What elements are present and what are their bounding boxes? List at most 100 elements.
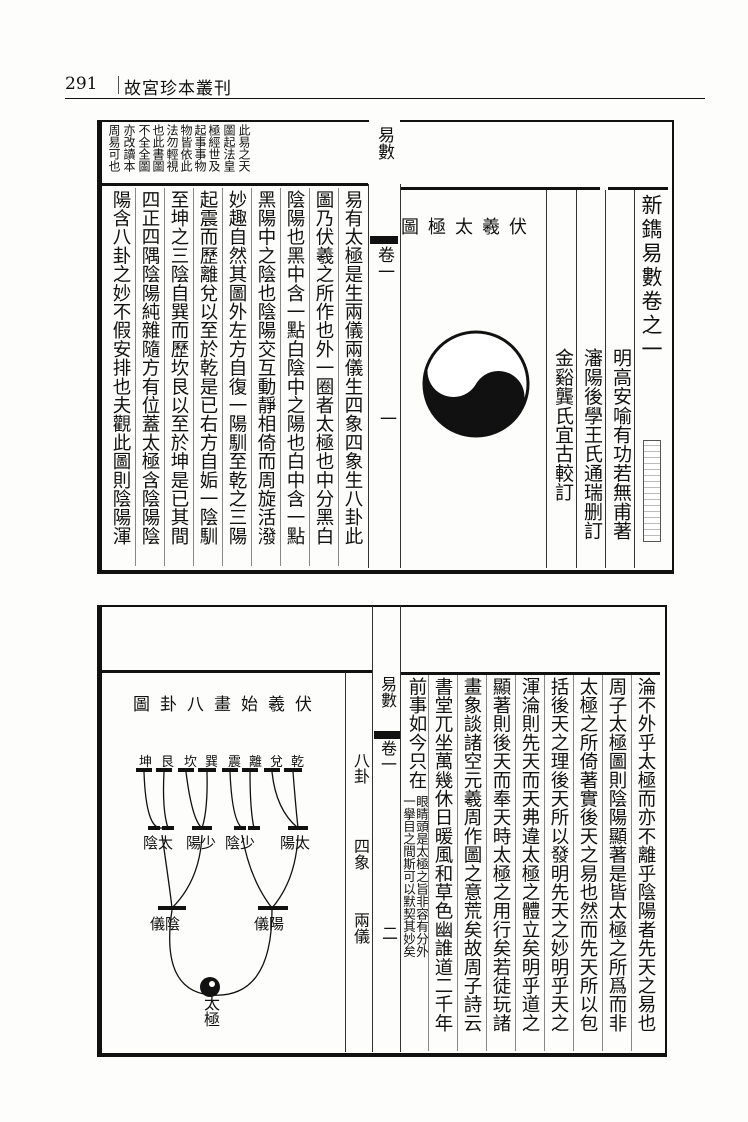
column-rule [345,672,346,1052]
series-title: 故宮珍本叢刊 [124,79,232,99]
column-rule [135,188,136,566]
fold-line-left [372,606,373,1052]
taiji-origin-label: 太極 [201,995,220,1027]
note-column: 周易可也 [107,124,121,172]
fold-volume: 卷一 [378,740,397,772]
text-column: 至坤之三陰自巽而歷坎艮以至於坤是已其間 [168,190,189,546]
trigram-tree-diagram [136,768,308,997]
trigram-qian: 乾 [291,755,305,770]
header-divider [118,76,119,94]
fold-leaf-number: 二 [379,925,398,941]
column-rule [602,675,603,1051]
text-column: 易有太極是生兩儀兩儀生四象四象生八卦此 [342,190,363,546]
text-column: 四正四隅陰陽純雜隨方有位蓋太極含陰陽陰 [139,190,160,546]
level-label-eight-trigrams: 八卦 [351,752,370,784]
fishtail-mark [370,236,398,244]
column-rule [544,675,545,1051]
column-rule [546,190,547,568]
text-column: 括後天之理後天所以發明先天之妙明乎天之 [548,677,569,1033]
column-rule [164,188,165,566]
column-rule [573,675,574,1051]
mode-yang: 陽儀 [254,915,285,933]
note-column: 此易之天 [237,124,251,172]
column-rule [515,675,516,1051]
mode-yin: 陰儀 [150,915,181,933]
fishtail-mark [374,731,400,739]
text-column: 前事如今只在 [406,677,427,790]
note-column: 法勿輕視 [165,124,179,172]
level-label-four-images: 四象 [351,838,370,870]
book-title: 新鐫易數卷之一 [639,194,663,362]
trigram-kun: 坤 [139,755,153,770]
text-column: 黑陽中之陰也陰陽交互動靜相倚而周旋活潑 [255,190,276,546]
column-rule [428,675,429,1051]
column-rule [309,188,310,566]
seal-stamp [643,440,661,542]
column-rule [280,188,281,566]
column-rule [631,675,632,1051]
text-column: 起震而歷離兌以至於乾是已右方自姤一陰馴 [197,190,218,546]
column-rule [634,190,635,568]
fold-line-right [400,184,401,568]
trigram-li: 離 [249,755,263,770]
text-column: 太極之所倚著實後天之易也然而先天所以包 [577,677,598,1033]
proofreader-credit: 金谿龔氏宜古較訂 [552,348,574,502]
trigram-kan: 坎 [184,755,198,770]
text-column: 周子太極圖則陰陽顯著是皆太極之所爲而非 [606,677,627,1033]
column-rule [457,675,458,1051]
fold-line-right [400,606,401,1052]
page-number: 291 [65,74,98,94]
image-shao-yang: 少陽 [186,834,217,852]
image-tai-yang: 太陽 [280,834,311,852]
text-column: 妙趣自然其圖外左方自復一陽馴至乾之三陽 [226,190,247,546]
text-column: 渾淪則先天而天弗違太極之體立矣明乎道之 [519,677,540,1033]
column-rule [251,188,252,566]
image-tai-yin: 太陰 [143,834,174,852]
note-column: 起事事物 [193,124,207,172]
column-rule [338,188,339,566]
fold-volume: 卷一 [374,246,394,280]
header-rule [65,98,705,99]
column-rule [486,675,487,1051]
note-column: 亦改讀本 [122,124,136,172]
note-column: 極經世及 [207,124,221,172]
text-column: 陰陽也黑中含一點白陰中之陽也白中含一點 [284,190,305,546]
fold-gap [369,116,400,184]
lower-leaf-frame [97,605,667,1057]
image-shao-yin: 少陰 [225,834,256,852]
lower-left-header-rule [100,670,372,673]
taiji-diagram-title: 伏羲太極圖 [401,217,536,238]
column-rule [222,188,223,566]
text-column: 書堂兀坐萬幾休日暖風和草色幽誰道二千年 [432,677,453,1033]
annotation-column: 眼睛頭是太極之旨非容有分外 [414,795,429,958]
note-column: 物皆依此 [179,124,193,172]
note-column: 圖起法皇 [222,124,236,172]
column-rule [605,190,606,568]
annotation-column: 一擧目之間斯可以默契其妙矣 [401,795,416,958]
author-credit: 明高安喻有功若無甫著 [610,348,632,540]
note-column: 也此書圖 [151,124,165,172]
column-rule [193,188,194,566]
text-column: 圖乃伏羲之所作也外一圈者太極也中分黑白 [313,190,334,546]
trigram-xun: 巽 [205,755,219,770]
fold-book-title: 易數 [374,126,394,160]
upper-right-header-rule-2 [608,187,668,190]
fold-line-left [368,184,369,568]
fold-book-title: 易數 [378,676,397,708]
trigram-dui: 兌 [270,755,284,770]
upper-left-header-rule [100,183,368,186]
trigram-diagram-title: 伏羲始畫八卦圖 [133,695,322,715]
fold-leaf-number: 一 [376,410,396,427]
text-column: 淪不外乎太極而亦不離乎陰陽者先天之易也 [635,677,656,1033]
column-rule [576,190,577,568]
lower-right-header-rule [400,672,660,675]
upper-right-header-rule [400,187,600,190]
level-label-two-modes: 兩儀 [351,912,370,944]
editor-credit: 瀋陽後學王氏通瑞删訂 [581,348,603,540]
trigram-gen: 艮 [161,755,175,770]
note-column: 不全全圖 [137,124,151,172]
text-column: 顯著則後天而奉天時太極之用行矣若徒玩諸 [490,677,511,1033]
trigram-zhen: 震 [228,755,242,770]
text-column: 畫象談諸空元羲周作圖之意荒矣故周子詩云 [461,677,482,1033]
text-column: 陽含八卦之妙不假安排也夫觀此圖則陰陽渾 [110,190,131,546]
